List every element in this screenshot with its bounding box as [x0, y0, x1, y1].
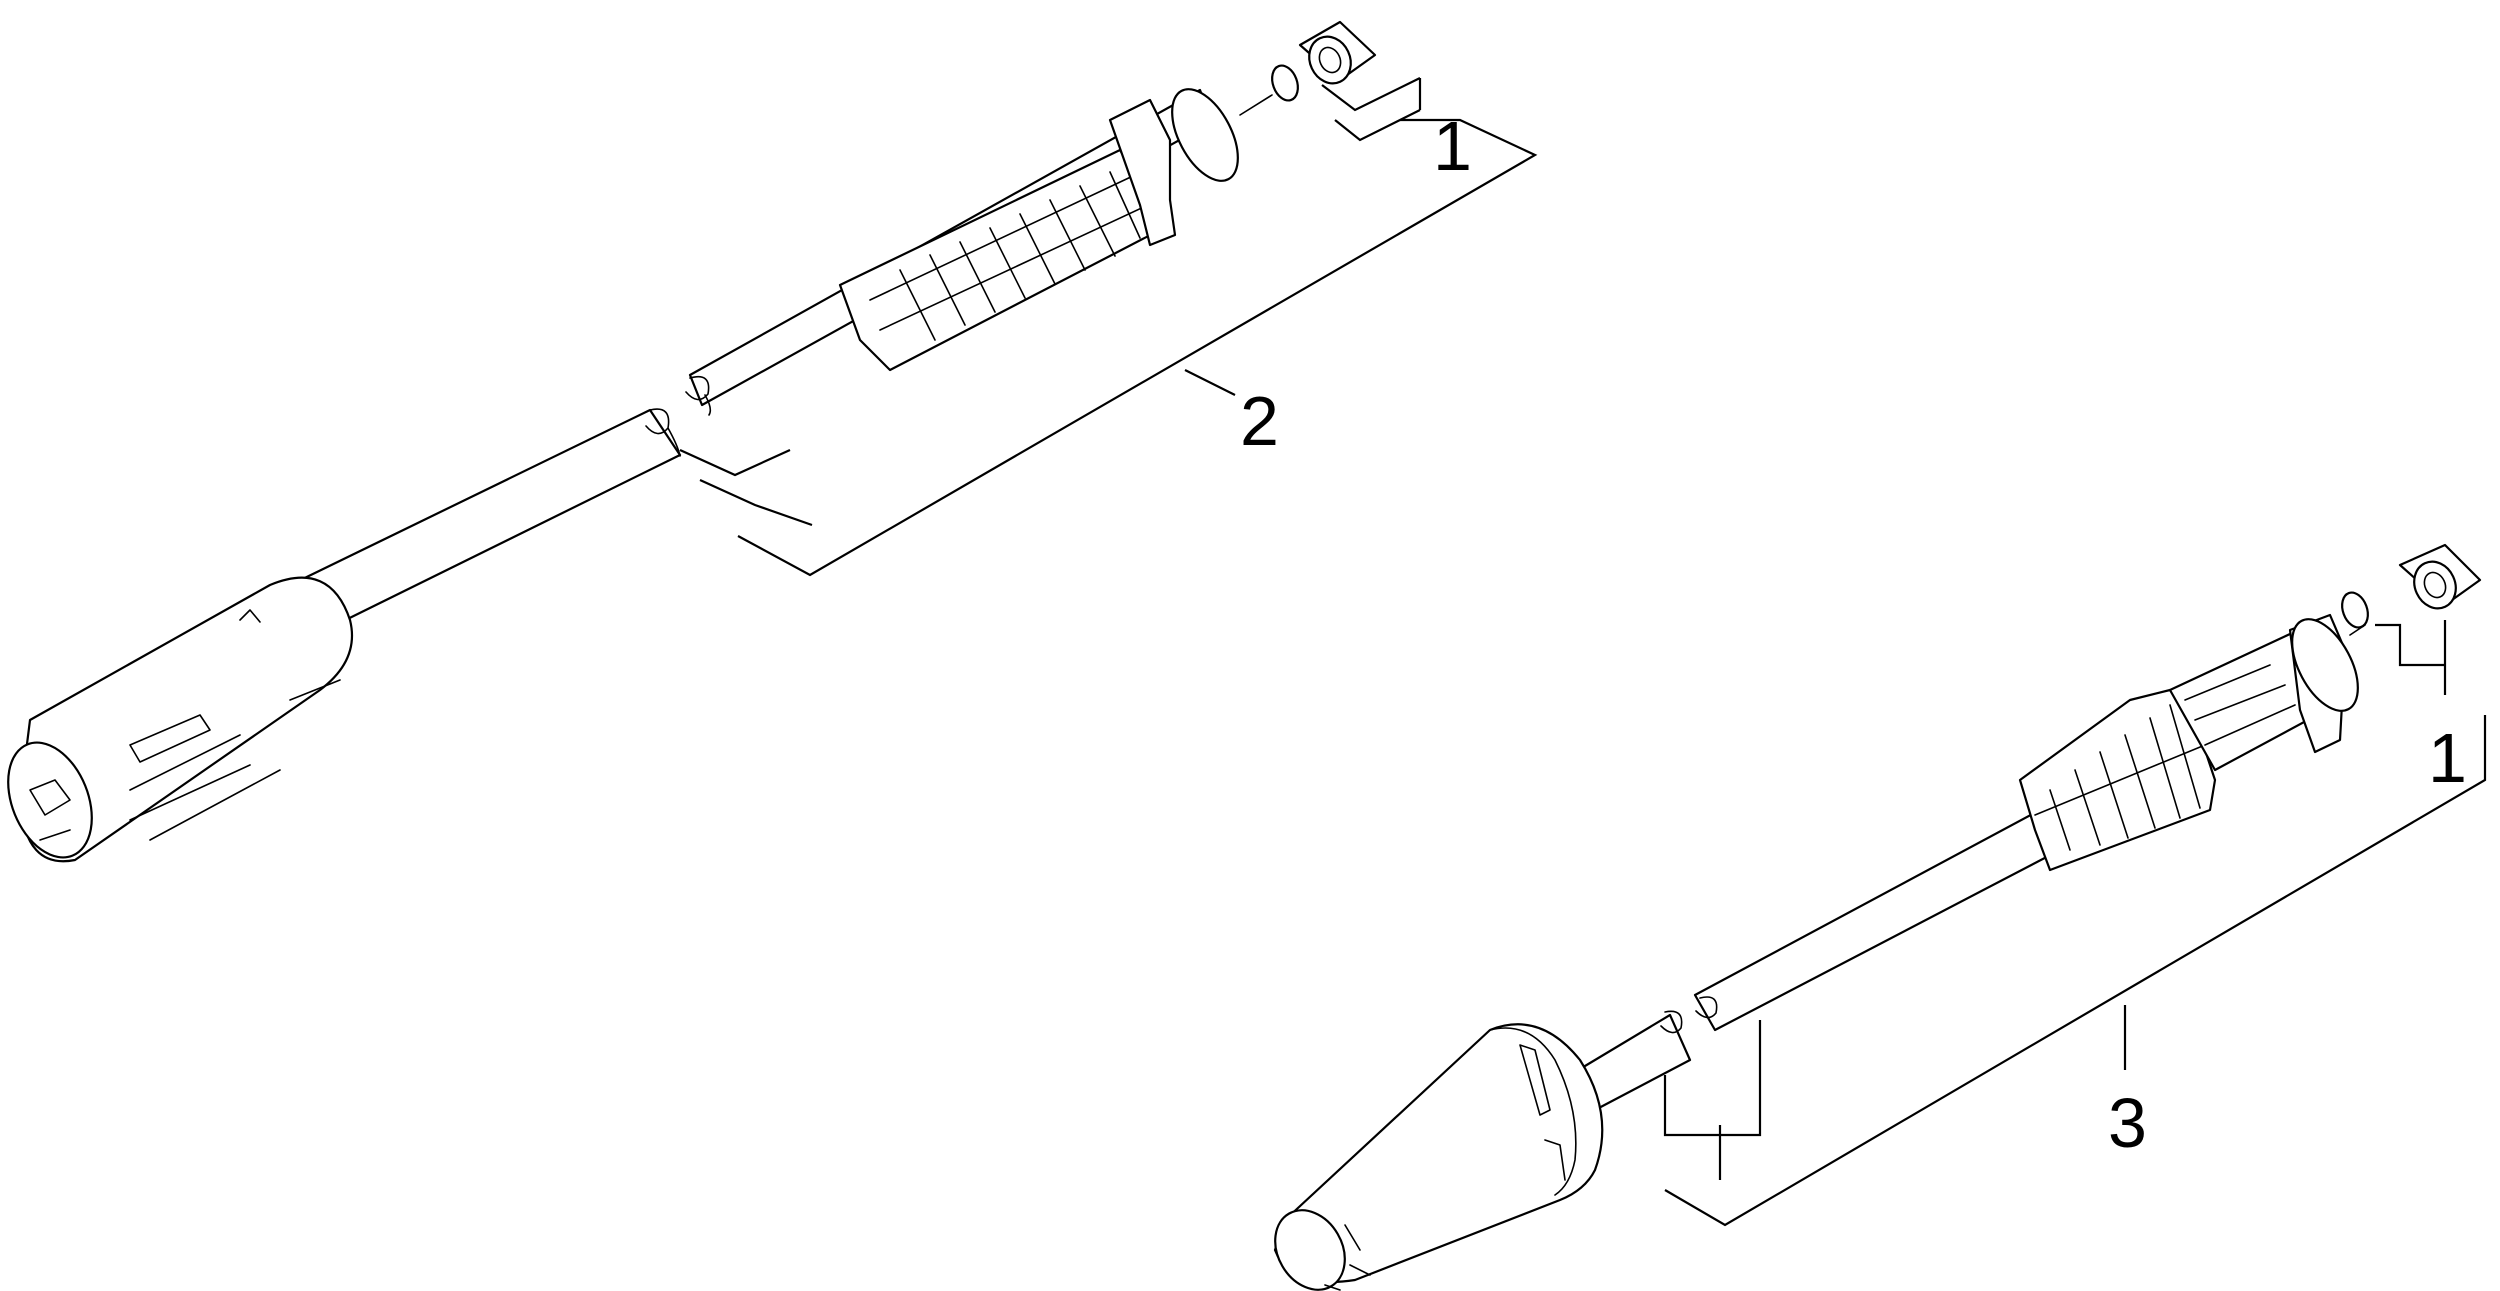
- nozzle-insert-lower: [2398, 543, 2482, 610]
- upper-tube-break-bracket: [679, 448, 813, 527]
- lower-break-mark-front: [1660, 1010, 1683, 1034]
- lower-break-mark-rear: [1695, 996, 1718, 1019]
- lower-rear-body-slots: [2184, 664, 2296, 746]
- upper-break-mark-rear: [685, 375, 712, 416]
- lower-tube-break-bracket: [1663, 1020, 1762, 1180]
- callout-2-stem: [1184, 369, 1236, 396]
- upper-lance-nozzle-housing: [18, 576, 354, 863]
- callout-2-bracket: [737, 118, 1538, 577]
- upper-grip-ribs: [869, 171, 1149, 341]
- callout-1-upper-bracket: [1321, 77, 1422, 142]
- lower-cone-ring: [1489, 1027, 1577, 1196]
- upper-lance-hex-nut: [1108, 98, 1177, 247]
- lower-cone-tip-ribs: [1324, 1224, 1371, 1291]
- o-ring-upper: [1271, 64, 1299, 102]
- upper-nozzle-slots: [129, 609, 341, 841]
- o-ring-lower-leader: [2349, 624, 2366, 636]
- upper-nozzle-opening: [7, 741, 93, 859]
- lower-grip-ribs: [2034, 704, 2206, 851]
- lower-lance-grip: [2018, 688, 2217, 872]
- callout-1-upper: 1: [1433, 107, 1472, 185]
- callout-1-lower-bracket: [2375, 620, 2447, 695]
- callout-1-lower: 1: [2428, 719, 2467, 797]
- spray-lance-upper: [7, 88, 1239, 863]
- o-ring-lower: [2341, 591, 2369, 629]
- upper-lance-grip: [838, 148, 1162, 372]
- nozzle-insert-upper: [1298, 20, 1377, 85]
- lower-cone-slots: [1519, 1044, 1566, 1181]
- o-ring-upper-leader: [1239, 94, 1273, 116]
- lower-lance-end-cap: [2291, 618, 2359, 712]
- upper-nozzle-inner: [29, 779, 71, 841]
- lower-lance-tube-rear: [1693, 808, 2062, 1032]
- callout-3: 3: [2108, 1084, 2147, 1162]
- spray-lance-lower: [1273, 613, 2359, 1291]
- upper-lance-end-cap: [1171, 88, 1239, 182]
- callout-2: 2: [1240, 382, 1279, 460]
- upper-break-mark-front: [645, 408, 681, 457]
- callout-3-bracket: [1664, 715, 2487, 1227]
